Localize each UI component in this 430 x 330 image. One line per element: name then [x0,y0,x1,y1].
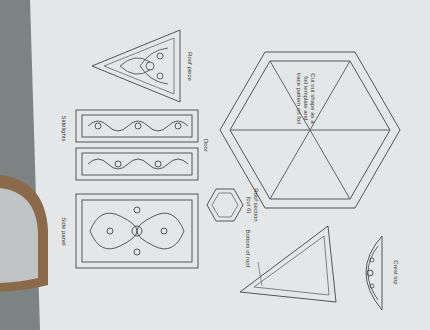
part-label: Roof section (cut 6) [245,183,259,227]
part-label: Roof piece [187,36,194,96]
part-label: Side panel [61,206,68,256]
instruction-note: Cut out shape as a foil template and tra… [296,70,317,126]
part-label: Door [203,130,210,160]
part-label: Sidelights [61,103,68,153]
part-label: Crest top [393,250,400,294]
callout-note: Bottom of roof [245,228,252,268]
